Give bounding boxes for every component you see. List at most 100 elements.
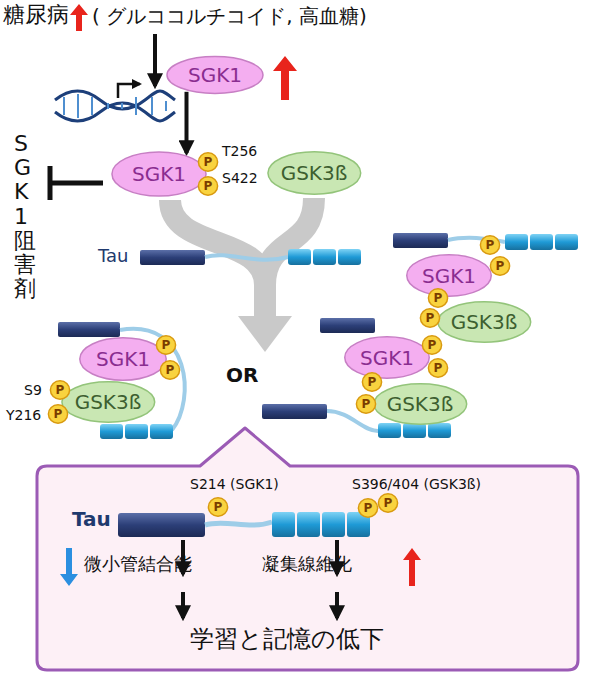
- enzyme-name: GSK3ß: [281, 163, 348, 183]
- text-holder: P: [428, 358, 448, 378]
- phospho-letter: P: [214, 501, 223, 513]
- effect-label: 凝集線維化: [262, 554, 352, 575]
- enzyme-sgk1-shape: [167, 57, 263, 94]
- enzyme-sgk1: SGK1: [78, 336, 168, 382]
- phospho-letter: P: [162, 339, 171, 351]
- phospho-mark: P: [50, 380, 70, 400]
- enzyme-gsk3b-shape: [62, 382, 155, 422]
- enzyme-gsk3b-shape: [438, 302, 531, 342]
- enzyme-gsk3b: GSK3ß: [436, 300, 533, 344]
- text-holder: P: [490, 256, 510, 276]
- enzyme-name: SGK1: [188, 65, 242, 85]
- phospho-mark-shape: [428, 289, 447, 307]
- tau-repeat: [322, 512, 345, 537]
- phospho-letter: P: [362, 398, 371, 410]
- phospho-mark: P: [156, 335, 176, 355]
- enzyme-name: SGK1: [360, 348, 414, 368]
- increase-arrow: [403, 548, 421, 586]
- text-holder: P: [422, 335, 442, 355]
- phospho-mark: P: [428, 288, 448, 308]
- dna-helix: [55, 91, 175, 121]
- phospho-letter: P: [54, 408, 63, 420]
- phospho-letter: P: [204, 156, 213, 168]
- decrease-arrow: [60, 548, 78, 586]
- phospho-mark: P: [356, 394, 376, 414]
- effect-label: 微小管結合能: [84, 554, 192, 575]
- text-holder: GSK3ß: [436, 300, 533, 344]
- tau-repeat: [297, 512, 320, 537]
- phospho-mark: P: [362, 372, 382, 392]
- text-holder: P: [50, 380, 70, 400]
- or-label: OR: [226, 364, 258, 387]
- enzyme-name: GSK3ß: [387, 394, 454, 414]
- phospho-letter: P: [364, 502, 373, 514]
- enzyme-sgk1: SGK1: [405, 253, 493, 298]
- phospho-mark-shape: [428, 359, 447, 377]
- tau-linker: [205, 522, 272, 525]
- condition-text: ( グルココルチコイド, 高血糖): [92, 5, 367, 28]
- inhibition-line: [50, 181, 103, 186]
- tau-label: Tau: [72, 508, 111, 531]
- phospho-mark-shape: [480, 236, 499, 254]
- inhibitor-label: SGK1阻害剤: [14, 132, 36, 301]
- phospho-mark-shape: [208, 498, 227, 516]
- site-label: S396/404 (GSK3ß): [352, 476, 481, 492]
- text-holder: SGK1: [110, 150, 208, 198]
- phospho-letter: P: [486, 239, 495, 251]
- phospho-mark-shape: [356, 395, 375, 413]
- phospho-mark: P: [198, 176, 218, 196]
- phospho-mark-shape: [420, 309, 439, 327]
- text-holder: P: [358, 498, 378, 518]
- phospho-mark-shape: [48, 405, 67, 423]
- phospho-mark-shape: [490, 257, 509, 275]
- enzyme-name: GSK3ß: [75, 392, 142, 412]
- text-holder: P: [378, 493, 398, 513]
- enzyme-name: SGK1: [96, 349, 150, 369]
- flow-arrow: [335, 592, 339, 618]
- heading-text: 糖尿病: [3, 2, 69, 27]
- flow-arrow: [181, 592, 185, 618]
- site-label: S214 (SGK1): [190, 476, 279, 492]
- increase-arrow: [70, 4, 88, 31]
- phospho-mark: P: [490, 256, 510, 276]
- tau-repeat: [272, 512, 295, 537]
- phospho-letter: P: [384, 497, 393, 509]
- phospho-mark-shape: [358, 499, 377, 517]
- text-holder: P: [156, 335, 176, 355]
- phospho-letter: P: [496, 260, 505, 272]
- text-holder: SGK1: [78, 336, 168, 382]
- text-holder: P: [362, 372, 382, 392]
- site-label: S9: [24, 382, 42, 398]
- phospho-letter: P: [166, 364, 175, 376]
- inhibition-bar: [48, 166, 53, 200]
- enzyme-name: SGK1: [422, 266, 476, 286]
- text-holder: P: [480, 235, 500, 255]
- phospho-mark: P: [48, 404, 68, 424]
- site-label: S422: [222, 170, 258, 186]
- phospho-mark-shape: [422, 336, 441, 354]
- tau-protein: [140, 249, 361, 265]
- phospho-mark: P: [480, 235, 500, 255]
- phospho-mark: P: [198, 152, 218, 172]
- flow-arrow: [185, 92, 189, 153]
- phospho-mark-shape: [362, 373, 381, 391]
- phospho-mark: P: [208, 497, 228, 517]
- flow-arrow: [153, 34, 157, 86]
- site-label: Y216: [6, 407, 41, 423]
- enzyme-sgk1-shape: [407, 255, 491, 296]
- phospho-letter: P: [434, 292, 443, 304]
- enzyme-name: GSK3ß: [451, 312, 518, 332]
- enzyme-sgk1-shape: [80, 338, 166, 380]
- phospho-mark-shape: [160, 361, 179, 379]
- site-label: T256: [222, 143, 257, 159]
- text-holder: SGK1: [405, 253, 493, 298]
- text-holder: P: [160, 360, 180, 380]
- outcome-label: 学習と記憶の低下: [190, 626, 384, 654]
- phospho-mark-shape: [50, 381, 69, 399]
- tau-rod: [118, 513, 205, 537]
- phospho-mark-shape: [198, 177, 217, 195]
- phospho-mark: P: [160, 360, 180, 380]
- phospho-mark: P: [420, 308, 440, 328]
- phospho-mark: P: [422, 335, 442, 355]
